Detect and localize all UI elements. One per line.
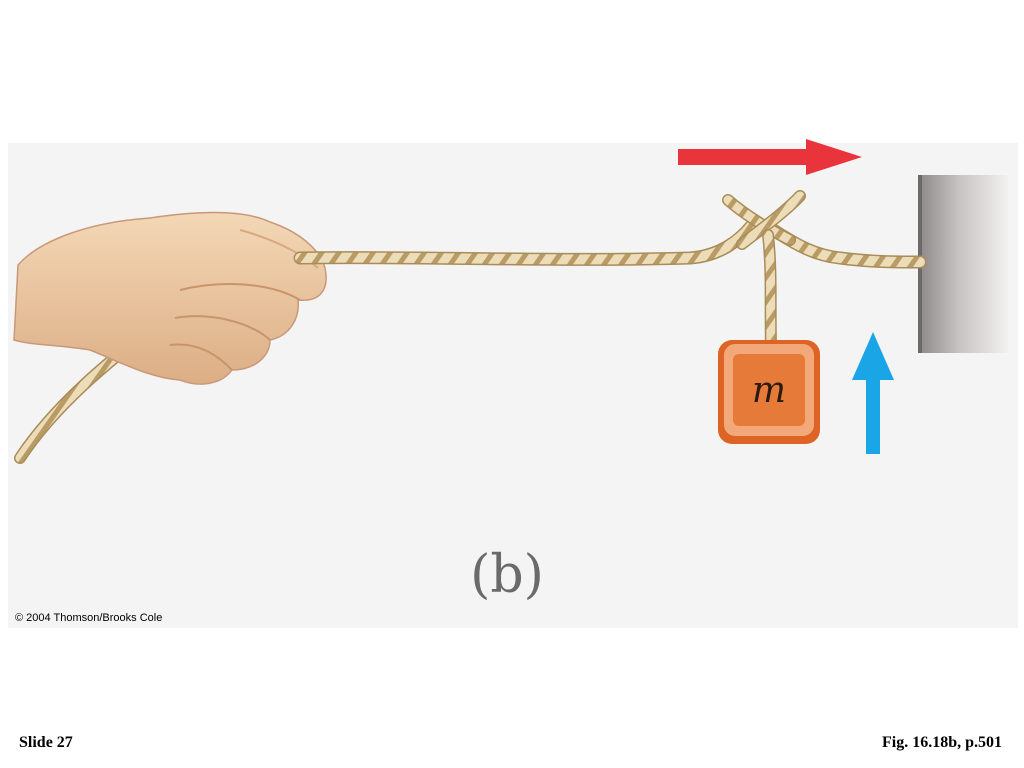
rope-knot (722, 190, 806, 250)
hand-icon (13, 211, 327, 385)
panel-label: (b) (470, 545, 544, 605)
wall-icon (918, 175, 1008, 353)
slide-number: Slide 27 (19, 734, 73, 751)
mass-block-icon: m (718, 340, 820, 444)
figure-reference: Fig. 16.18b, p.501 (881, 734, 1002, 751)
mass-label: m (752, 370, 786, 411)
copyright-notice: © 2004 Thomson/Brooks Cole (15, 612, 163, 624)
blue-arrow-icon (852, 332, 894, 454)
red-arrow-icon (678, 139, 862, 175)
